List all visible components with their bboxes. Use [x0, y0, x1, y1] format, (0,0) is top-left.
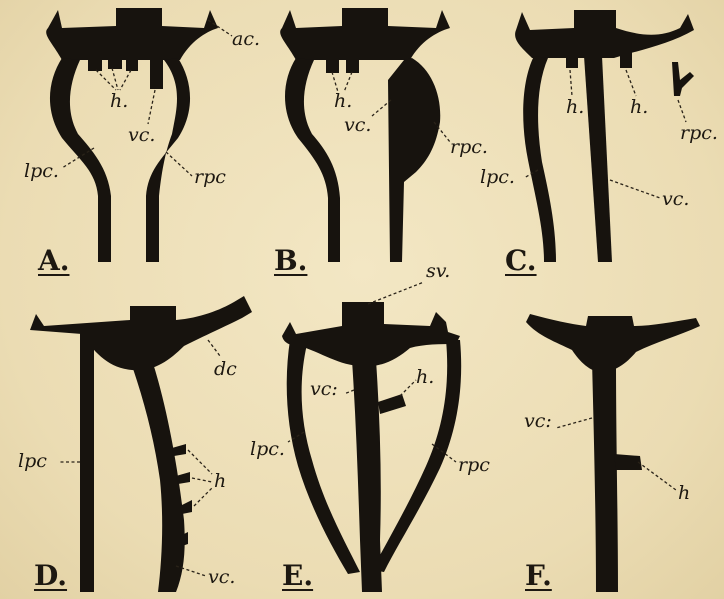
panel-d-vc-label: vc. [208, 568, 235, 587]
panel-e-hepatic-branch [378, 394, 406, 414]
panel-b-hepatic-stub [326, 55, 339, 73]
panel-e-vc-label: vc: [310, 380, 338, 399]
panel-e-h-label: h. [416, 368, 434, 387]
panel-c-h-label-left: h. [566, 98, 584, 117]
panel-a-hepatic-stub [108, 55, 122, 69]
panel-e-vc-leader [344, 390, 354, 394]
panel-c-left-posterior-cardinal [523, 56, 556, 262]
panel-d-hepatic-branch [172, 444, 186, 456]
panel-c-sinus-and-cuvieri [515, 10, 694, 58]
panel-a-h-leader [96, 68, 131, 90]
panel-b-left-posterior-cardinal [285, 58, 340, 262]
panel-f-h-leader [638, 462, 676, 490]
panel-e-left-posterior-cardinal [287, 340, 360, 574]
panel-d-hepatic-branch [176, 472, 190, 484]
panel-f-vc-label: vc: [524, 412, 552, 431]
panel-d-dc-leader [208, 340, 220, 356]
panel-c-vc-leader [610, 180, 660, 198]
panel-b-vc-label: vc. [344, 116, 371, 135]
panel-a-lpc-label: lpc. [24, 162, 59, 181]
panel-c-hepatic-stub [566, 52, 578, 68]
panel-a-rpc-leader [166, 152, 192, 176]
panel-c-vena-cava [584, 56, 612, 262]
panel-c-rpc-leader [678, 100, 686, 122]
panel-b-rpc-label: rpc. [450, 138, 488, 157]
panel-e-vena-cava [352, 360, 382, 592]
panel-a-left-posterior-cardinal [50, 58, 111, 262]
panel-c-drawing [515, 10, 694, 262]
panel-c-rpc-label: rpc. [680, 124, 718, 143]
panel-f-vc-leader [556, 418, 592, 428]
panel-a-sinus-and-cuvieri [46, 8, 218, 60]
panel-e-label: E. [282, 562, 313, 590]
panel-d-h-leader [188, 450, 212, 506]
panel-b-vc-leader [372, 100, 391, 116]
panel-d-label: D. [34, 562, 67, 590]
panel-d-lpc-label: lpc [18, 452, 47, 471]
panel-f-label: F. [525, 562, 552, 590]
panel-f-hepatic-branch [614, 454, 642, 470]
panel-c-lpc-label: lpc. [480, 168, 515, 187]
panel-e-sinus-and-cuvieri [282, 302, 460, 366]
panel-f-vena-cava [592, 360, 618, 592]
panel-a-rpc-label: rpc [194, 168, 226, 187]
panel-e-sv-leader [368, 282, 424, 304]
panel-d-dc-label: dc [214, 360, 237, 379]
panel-e-drawing [282, 282, 461, 592]
panel-b-right-vessel-and-vc [388, 58, 440, 262]
panel-b-h-label: h. [334, 92, 352, 111]
panel-c-vc-label: vc. [662, 190, 689, 209]
panel-c-h-label-right: h. [630, 98, 648, 117]
panel-c-h-leader [570, 70, 572, 96]
panel-b-hepatic-stub [346, 55, 359, 73]
panel-e-rpc-label: rpc [458, 456, 490, 475]
panel-a-label: A. [38, 247, 69, 275]
panel-c-label: C. [505, 247, 537, 275]
panel-b-sinus-and-cuvieri [280, 8, 450, 60]
panel-d-drawing [30, 296, 252, 592]
panel-a-ac-label: ac. [232, 30, 260, 49]
panel-d-h-label: h [214, 472, 226, 491]
panel-a-vc-leader [148, 90, 155, 124]
panel-f-h-label: h [678, 484, 690, 503]
panel-c-right-pc-fragment [672, 62, 694, 96]
panel-b-h-leader [332, 72, 352, 92]
panel-a-hepatic-stub [126, 55, 138, 71]
panel-a-hepatic-stub [88, 55, 102, 71]
panel-f-drawing [526, 314, 700, 592]
panel-e-lpc-label: lpc. [250, 440, 285, 459]
panel-b-label: B. [274, 247, 307, 275]
panel-c-hepatic-stub [620, 52, 632, 68]
panel-e-h-leader [400, 380, 416, 396]
panel-e-sv-label: sv. [426, 262, 450, 281]
panel-a-vc-label: vc. [128, 126, 155, 145]
panel-d-left-posterior-cardinal [80, 326, 94, 592]
panel-c-h-leader [626, 70, 636, 96]
panel-a-h-label: h. [110, 92, 128, 111]
panel-a-vena-cava-stub [150, 55, 163, 89]
panel-d-hepatic-branch [180, 500, 192, 514]
